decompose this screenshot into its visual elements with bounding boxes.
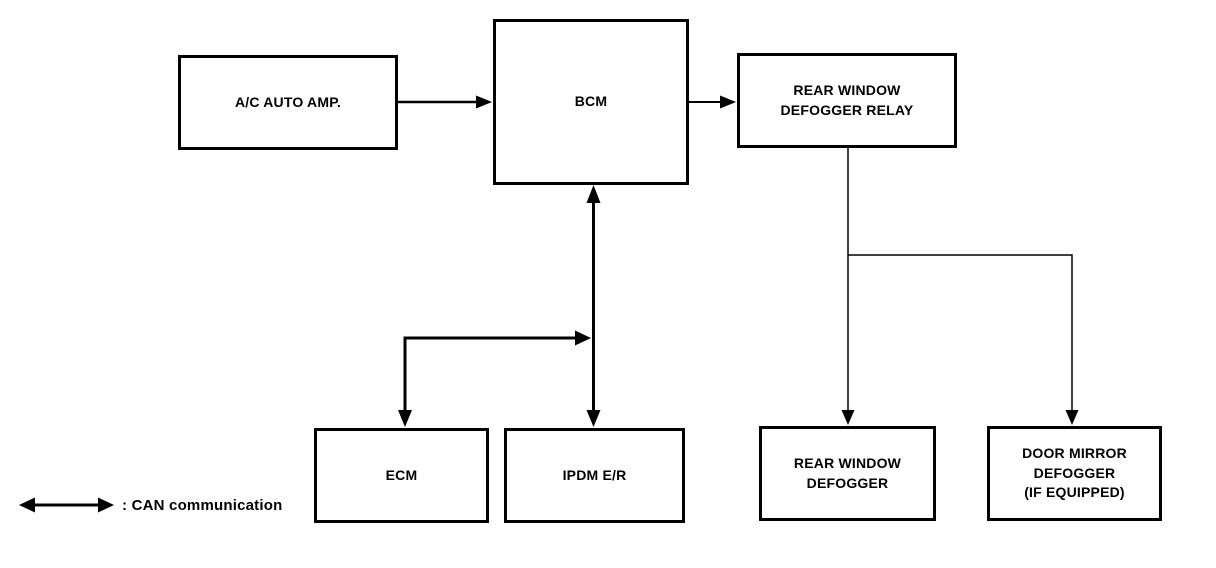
- wire-relay-to-door-mirror-defogger: [848, 254, 1073, 411]
- arrowhead-down-into-rear-window-defogger-icon: [841, 410, 855, 425]
- node-rear-window-defogger-relay: REAR WINDOW DEFOGGER RELAY: [737, 53, 957, 148]
- node-ipdm-er: IPDM E/R: [504, 428, 685, 523]
- arrowhead-up-into-bcm-icon: [586, 185, 601, 203]
- arrowhead-into-bcm-icon: [476, 95, 492, 109]
- wire-can-branch-to-ecm: [403, 336, 576, 412]
- legend-can-communication-label: : CAN communication: [122, 497, 283, 514]
- arrowhead-down-into-ipdm-icon: [586, 410, 601, 427]
- node-ac-auto-amp: A/C AUTO AMP.: [178, 55, 398, 150]
- node-ac-auto-amp-label: A/C AUTO AMP.: [234, 93, 342, 110]
- arrowhead-down-into-door-mirror-defogger-icon: [1065, 410, 1079, 425]
- node-rear-window-defogger: REAR WINDOW DEFOGGER: [759, 426, 936, 521]
- node-ecm: ECM: [314, 428, 489, 523]
- can-communication-arrow-icon: [19, 497, 114, 513]
- arrowhead-into-can-trunk-icon: [575, 330, 591, 346]
- node-door-mirror-defogger-label: DOOR MIRROR DEFOGGER (IF EQUIPPED): [1022, 445, 1127, 501]
- arrowhead-into-relay-icon: [720, 95, 736, 109]
- node-rear-window-defogger-label: REAR WINDOW DEFOGGER: [793, 454, 902, 491]
- node-bcm: BCM: [493, 19, 689, 185]
- node-ecm-label: ECM: [385, 466, 418, 483]
- node-bcm-label: BCM: [574, 93, 608, 110]
- node-ipdm-er-label: IPDM E/R: [562, 466, 627, 483]
- arrowhead-down-into-ecm-icon: [398, 410, 412, 427]
- node-door-mirror-defogger: DOOR MIRROR DEFOGGER (IF EQUIPPED): [987, 426, 1162, 521]
- node-rear-window-defogger-relay-label: REAR WINDOW DEFOGGER RELAY: [780, 81, 914, 118]
